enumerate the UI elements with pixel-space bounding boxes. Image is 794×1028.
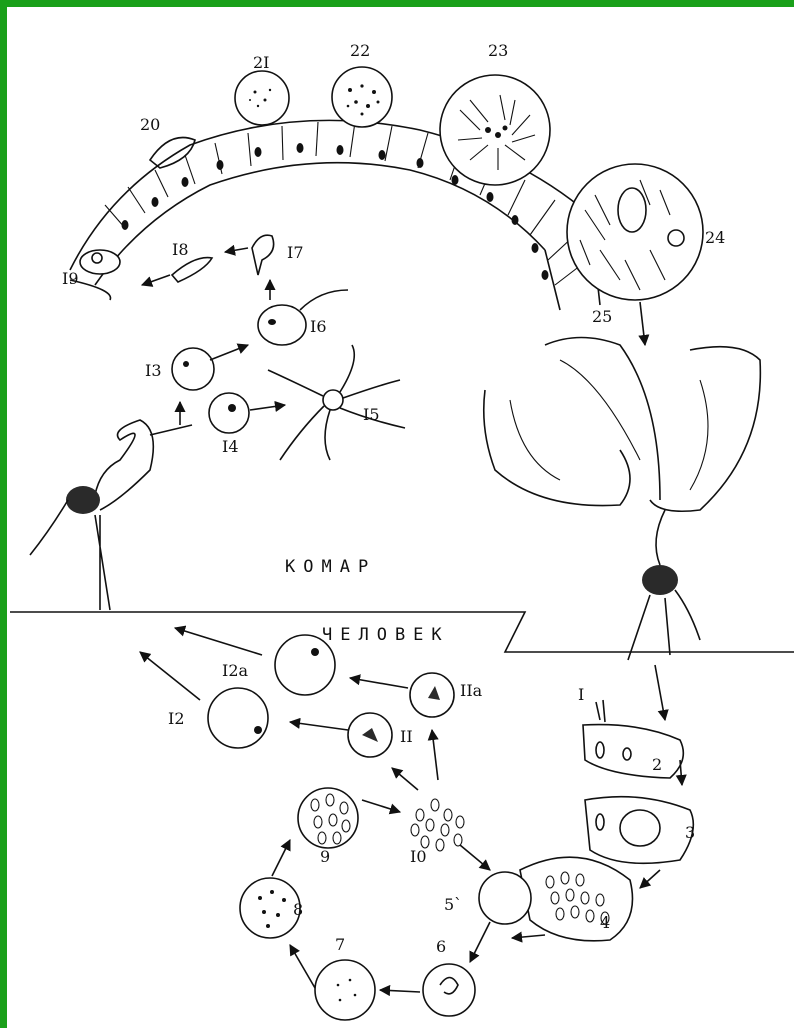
oocyst-21 <box>235 71 289 125</box>
merozoite-5 <box>479 872 531 924</box>
mosquito-left <box>30 420 192 610</box>
zygote-17 <box>252 235 274 275</box>
label-11: II <box>400 727 413 746</box>
oocyst-23 <box>440 75 550 185</box>
label-9: 9 <box>320 847 330 866</box>
human-label: ЧЕЛОВЕК <box>322 625 450 645</box>
segmenter-9 <box>298 788 358 848</box>
label-8: 8 <box>293 900 303 919</box>
liver-schizont-3 <box>585 797 693 864</box>
label-6: 6 <box>436 937 446 956</box>
label-10: I0 <box>410 847 427 866</box>
label-23: 23 <box>488 41 508 60</box>
label-3: 3 <box>685 823 695 842</box>
label-18: I8 <box>172 240 189 259</box>
macrogamete-16 <box>258 290 348 345</box>
oocyst-24 <box>567 164 703 300</box>
ookinete-18 <box>172 258 212 282</box>
label-19: I9 <box>62 269 79 288</box>
label-20: 20 <box>140 115 160 134</box>
label-22: 22 <box>350 41 370 60</box>
mature-schizont-4 <box>520 857 633 941</box>
label-25: 25 <box>592 307 612 326</box>
exflagellation-15 <box>268 345 405 460</box>
label-21: 2I <box>253 53 270 72</box>
gametocyte-14 <box>209 393 249 433</box>
merozoites-10 <box>411 799 464 851</box>
label-16: I6 <box>310 317 327 336</box>
young-gametocyte-11 <box>348 713 392 757</box>
label-15: I5 <box>363 405 380 424</box>
label-13: I3 <box>145 361 162 380</box>
gametocyte-12 <box>208 688 268 748</box>
label-14: I4 <box>222 437 239 456</box>
label-12a: I2a <box>222 661 249 680</box>
label-24: 24 <box>705 228 725 247</box>
label-11a: IIa <box>460 681 483 700</box>
label-2: 2 <box>652 755 662 774</box>
label-5: 5` <box>444 895 462 914</box>
liver-cell-2 <box>583 725 683 778</box>
label-12: I2 <box>168 709 185 728</box>
oocyst-22 <box>332 67 392 127</box>
label-1: I <box>578 685 584 704</box>
label-7: 7 <box>335 935 345 954</box>
young-gametocyte-11a <box>410 673 454 717</box>
ookinete-19 <box>80 250 120 274</box>
label-4: 4 <box>600 913 610 932</box>
trophozoite-7 <box>315 960 375 1020</box>
label-17: I7 <box>287 243 304 262</box>
ring-stage-6 <box>423 964 475 1016</box>
gametocyte-13 <box>172 348 214 390</box>
sporozoite-1 <box>596 700 605 722</box>
mosquito-label: КОМАР <box>285 557 376 577</box>
schizont-8 <box>240 878 300 938</box>
